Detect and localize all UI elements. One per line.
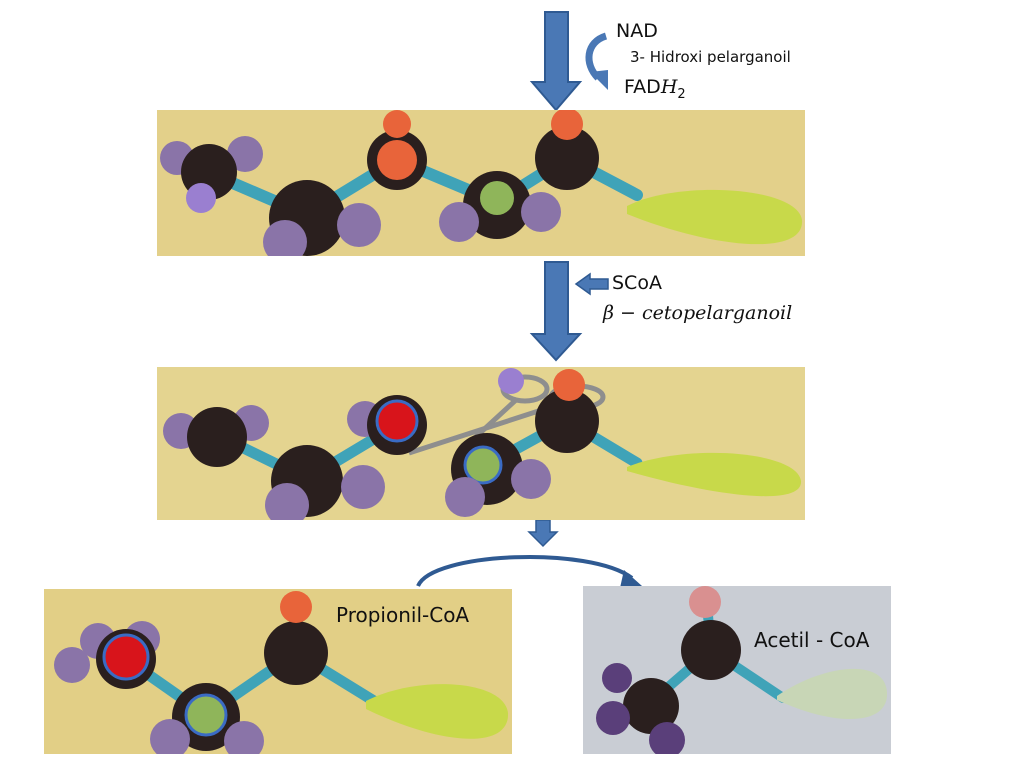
acetyl-coa-label: Acetil - CoA bbox=[754, 628, 870, 652]
photo-cleavage-model bbox=[157, 367, 805, 520]
down-arrow-2 bbox=[529, 261, 583, 362]
atoms bbox=[160, 110, 599, 256]
split-arrow-head bbox=[620, 570, 642, 588]
fadh2-sub: 2 bbox=[677, 86, 686, 102]
substrate-label: 3- Hidroxi pelarganoil bbox=[630, 48, 791, 66]
beta-symbol: β bbox=[603, 302, 614, 324]
scoa-label: SCoA bbox=[612, 272, 662, 294]
photo-propionyl-model bbox=[44, 589, 512, 754]
nad-label: NAD bbox=[616, 20, 658, 42]
split-curved-arrow bbox=[416, 554, 634, 588]
down-arrow-3 bbox=[527, 519, 559, 548]
ketoacyl-text: cetopelarganoil bbox=[642, 302, 793, 324]
coa-leaf bbox=[366, 684, 509, 739]
atoms bbox=[596, 586, 741, 754]
ketoacyl-label: β − cetopelarganoil bbox=[603, 302, 792, 324]
coa-leaf bbox=[627, 189, 803, 245]
atoms bbox=[163, 368, 599, 520]
photo-hydroxy-model bbox=[157, 110, 805, 256]
down-arrow-1 bbox=[529, 11, 583, 112]
minus-symbol: − bbox=[620, 302, 636, 324]
fadh2-label: FADH2 bbox=[624, 76, 686, 102]
fadh2-prefix: FAD bbox=[624, 76, 661, 98]
curved-arrow-nad-head bbox=[590, 70, 608, 90]
photo-acetyl-model bbox=[583, 586, 891, 754]
coa-leaf bbox=[777, 668, 888, 720]
left-arrow-scoa bbox=[574, 272, 609, 296]
fadh2-var: H bbox=[660, 76, 678, 98]
atoms bbox=[54, 591, 328, 754]
coa-leaf bbox=[627, 452, 802, 497]
propionyl-coa-label: Propionil-CoA bbox=[336, 603, 470, 627]
